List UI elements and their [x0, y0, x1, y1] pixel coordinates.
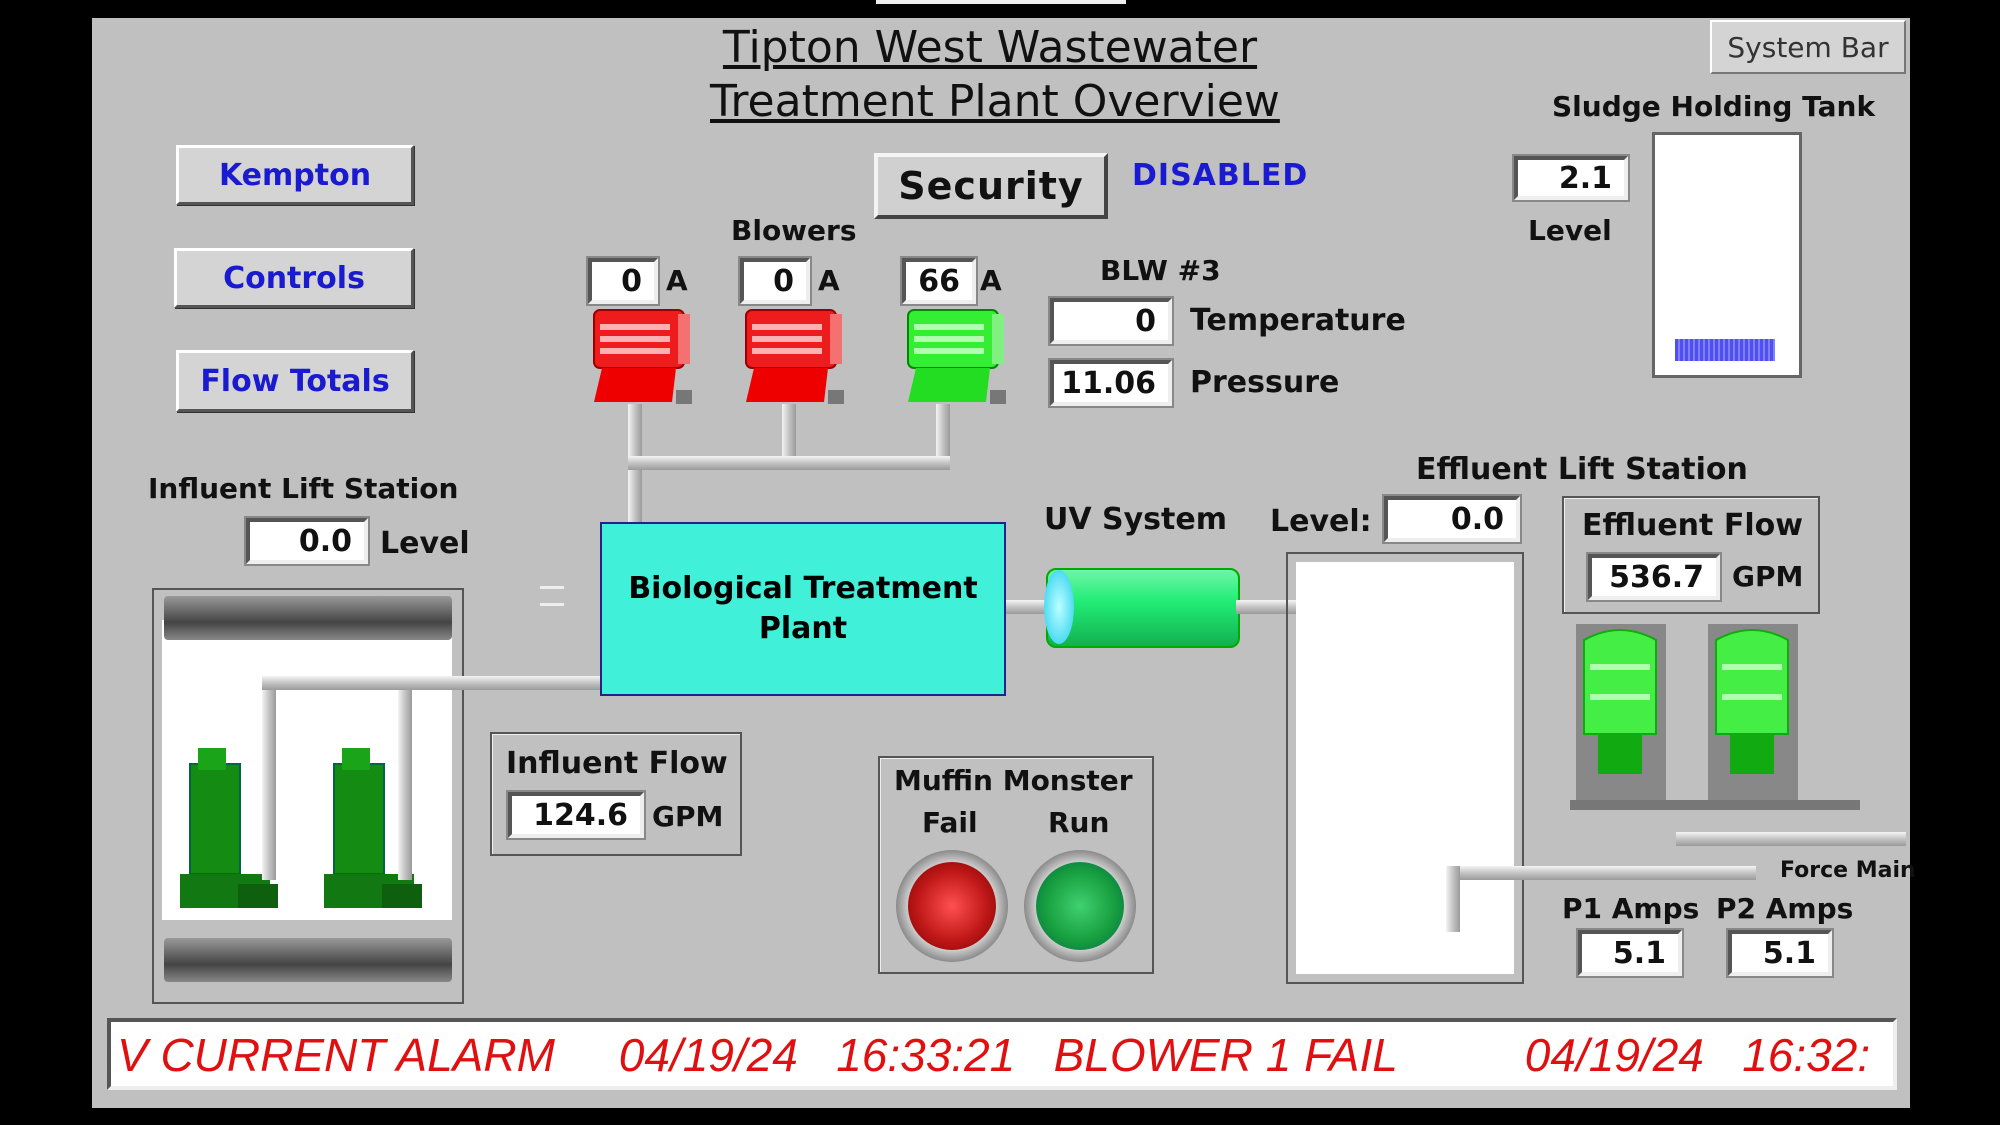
influent-pump1-pipe — [262, 680, 276, 880]
effluent-flow-label: Effluent Flow — [1582, 508, 1803, 543]
sludge-tank-level-label: Level — [1528, 214, 1612, 247]
separator-mark — [540, 586, 564, 606]
influent-flow-value: 124.6 — [506, 790, 646, 840]
influent-flow-box — [490, 732, 742, 856]
blower2-amps-value: 0 — [738, 256, 812, 306]
effluent-flow-box — [1562, 496, 1820, 614]
influent-lift-station-label: Influent Lift Station — [148, 472, 459, 505]
blower1-amps-unit: A — [666, 264, 688, 297]
force-main-pipe — [1676, 832, 1906, 846]
biological-treatment-plant[interactable]: Biological Treatment Plant — [600, 522, 1006, 696]
blower3-icon[interactable] — [907, 309, 1006, 404]
influent-pumps-graphic — [180, 748, 422, 908]
uv-system-unit[interactable] — [1044, 568, 1240, 648]
blw3-pressure-label: Pressure — [1190, 365, 1340, 400]
sludge-tank-fill — [1675, 339, 1775, 361]
influent-level-label: Level — [380, 526, 470, 561]
blower2-icon[interactable] — [745, 309, 844, 404]
flow-totals-button[interactable]: Flow Totals — [176, 350, 414, 412]
effluent-flow-units: GPM — [1732, 560, 1804, 593]
sludge-tank-label: Sludge Holding Tank — [1552, 90, 1876, 123]
muffin-monster-fail-label: Fail — [922, 806, 978, 839]
muffin-monster-run-label: Run — [1048, 806, 1110, 839]
window-top-indicator — [876, 0, 1126, 4]
blw3-label: BLW #3 — [1100, 254, 1221, 287]
effluent-pump2-icon[interactable] — [1708, 624, 1798, 800]
p2-amps-label: P2 Amps — [1716, 892, 1854, 925]
blower3-amps-value: 66 — [900, 256, 978, 306]
uv-system-label: UV System — [1044, 502, 1227, 537]
blower1-icon[interactable] — [593, 309, 692, 404]
bio-to-uv-pipe — [1006, 600, 1048, 614]
system-bar-button[interactable]: System Bar — [1710, 20, 1906, 74]
muffin-monster-fail-indicator — [896, 850, 1008, 962]
muffin-monster-box — [878, 756, 1154, 974]
muffin-monster-run-indicator — [1024, 850, 1136, 962]
controls-button[interactable]: Controls — [174, 248, 414, 308]
blower2-pipe — [782, 404, 796, 464]
blower1-amps-value: 0 — [586, 256, 660, 306]
effluent-lift-station-label: Effluent Lift Station — [1416, 452, 1748, 487]
p1-amps-value: 5.1 — [1576, 928, 1684, 978]
alarm-banner[interactable]: V CURRENT ALARM 04/19/24 16:33:21 BLOWER… — [107, 1018, 1897, 1090]
alarm-banner-text: V CURRENT ALARM 04/19/24 16:33:21 BLOWER… — [117, 1029, 1871, 1081]
force-main-label: Force Main — [1780, 858, 1916, 883]
blw3-pressure-value: 11.06 — [1048, 358, 1174, 408]
security-status: DISABLED — [1132, 158, 1309, 193]
effluent-wet-well — [1286, 552, 1524, 984]
effluent-pump1-icon[interactable] — [1576, 624, 1666, 800]
p2-amps-value: 5.1 — [1726, 928, 1834, 978]
influent-level-value: 0.0 — [244, 516, 370, 566]
security-button[interactable]: Security — [874, 153, 1108, 219]
blowers-label: Blowers — [731, 214, 857, 247]
p1-amps-label: P1 Amps — [1562, 892, 1700, 925]
effluent-suction-drop — [1446, 866, 1460, 932]
effluent-suction-pipe — [1446, 866, 1756, 880]
blower3-pipe — [936, 404, 950, 464]
page-title-line1: Tipton West Wastewater — [722, 22, 1258, 73]
kempton-button[interactable]: Kempton — [176, 145, 414, 205]
effluent-level-value: 0.0 — [1382, 494, 1522, 544]
influent-discharge-pipe — [262, 676, 602, 690]
blw3-temperature-label: Temperature — [1190, 303, 1406, 338]
blower3-amps-unit: A — [980, 264, 1002, 297]
effluent-flow-value: 536.7 — [1586, 552, 1722, 602]
influent-pump2-icon[interactable] — [324, 748, 422, 908]
effluent-pumps-graphic — [1570, 624, 1860, 810]
influent-pump1-icon[interactable] — [180, 748, 278, 908]
influent-flow-label: Influent Flow — [506, 746, 728, 781]
page-title-line2: Treatment Plant Overview — [710, 76, 1280, 127]
influent-pump2-pipe — [398, 680, 412, 880]
blower-header-pipe — [628, 456, 950, 470]
blw3-temperature-value: 0 — [1048, 296, 1174, 346]
sludge-tank-level-value: 2.1 — [1512, 154, 1630, 202]
blower2-amps-unit: A — [818, 264, 840, 297]
muffin-monster-label: Muffin Monster — [894, 764, 1133, 797]
influent-flow-units: GPM — [652, 800, 724, 833]
sludge-tank — [1652, 132, 1802, 378]
effluent-level-label: Level: — [1270, 504, 1372, 539]
blowers-graphic — [593, 309, 1006, 404]
